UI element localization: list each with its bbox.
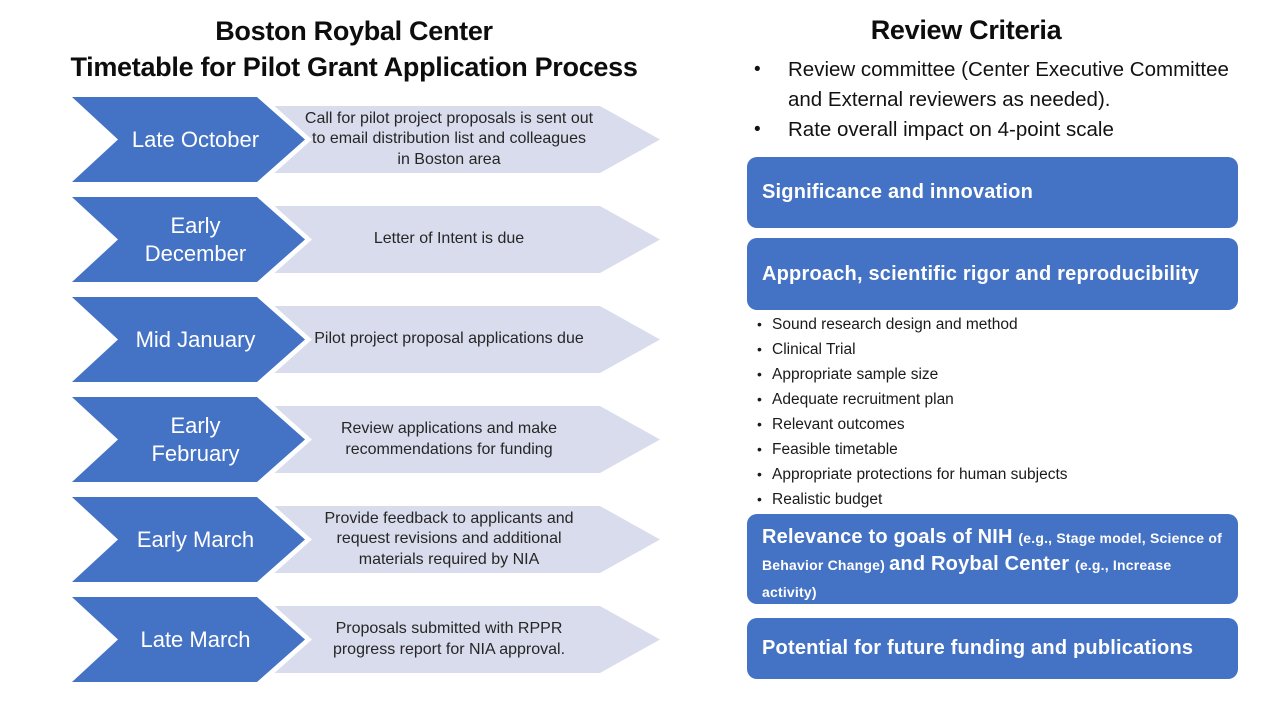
approach-sub-bullets: Sound research design and method Clinica… [757,312,1247,512]
criteria-box-future-funding: Potential for future funding and publica… [747,618,1238,679]
sub-bullet-feasible-timetable: Feasible timetable [757,437,1247,462]
timeline-title-line2: Timetable for Pilot Grant Application Pr… [70,52,638,82]
criteria-box-approach: Approach, scientific rigor and reproduci… [747,238,1238,310]
timeline-diagram: Call for pilot project proposals is sent… [72,94,664,697]
bullet-review-committee: Review committee (Center Executive Commi… [748,55,1260,115]
timeline-description-arrow: Pilot project proposal applications due [258,306,660,373]
timeline-date-chevron: Early December [72,197,305,282]
timeline-row-early-march: Provide feedback to applicants and reque… [72,494,664,585]
relevance-example-text-1: (e.g., Stage model, Science of Behavior … [762,530,1222,573]
timeline-row-early-february: Review applications and make recommendat… [72,394,664,485]
sub-bullet-clinical-trial: Clinical Trial [757,337,1247,362]
criteria-box-relevance: Relevance to goals of NIH (e.g., Stage m… [747,514,1238,604]
timeline-title-line1: Boston Roybal Center [215,16,493,46]
sub-bullet-human-subjects: Appropriate protections for human subjec… [757,462,1247,487]
sub-bullet-realistic-budget: Realistic budget [757,487,1247,512]
timeline-row-late-october: Call for pilot project proposals is sent… [72,94,664,185]
timeline-row-early-december: Letter of Intent is due Early December [72,194,664,285]
timeline-date-chevron: Early February [72,397,305,482]
bullet-rate-impact: Rate overall impact on 4-point scale [748,115,1260,145]
sub-bullet-sample-size: Appropriate sample size [757,362,1247,387]
sub-bullet-recruitment-plan: Adequate recruitment plan [757,387,1247,412]
timeline-description-arrow: Review applications and make recommendat… [258,406,660,473]
timeline-date-chevron: Late October [72,97,305,182]
relevance-main-text-1: Relevance to goals of NIH [762,526,1019,548]
review-criteria-title: Review Criteria [870,15,1062,45]
timeline-date-chevron: Mid January [72,297,305,382]
timeline-date-chevron: Late March [72,597,305,682]
timeline-title: Boston Roybal Center Timetable for Pilot… [28,13,680,85]
timeline-row-late-march: Proposals submitted with RPPR progress r… [72,594,664,685]
criteria-box-significance-label: Significance and innovation [762,181,1033,203]
timeline-description-arrow: Proposals submitted with RPPR progress r… [258,606,660,673]
timeline-row-mid-january: Pilot project proposal applications due … [72,294,664,385]
sub-bullet-relevant-outcomes: Relevant outcomes [757,412,1247,437]
sub-bullet-research-design: Sound research design and method [757,312,1247,337]
criteria-box-significance: Significance and innovation [747,157,1238,228]
review-criteria-bullets: Review committee (Center Executive Commi… [748,55,1260,145]
criteria-box-approach-label: Approach, scientific rigor and reproduci… [762,262,1200,285]
timeline-description-arrow: Provide feedback to applicants and reque… [258,506,660,573]
timeline-description-arrow: Call for pilot project proposals is sent… [258,106,660,173]
relevance-main-text-2: and Roybal Center [889,553,1075,575]
timeline-description-arrow: Letter of Intent is due [258,206,660,273]
criteria-box-future-funding-label: Potential for future funding and publica… [762,637,1194,659]
relevance-example-text-2: (e.g., Increase activity) [762,557,1172,600]
timeline-date-chevron: Early March [72,497,305,582]
